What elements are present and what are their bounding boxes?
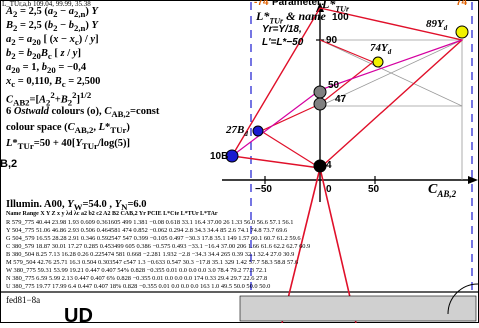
table-row-C: C 380_579 18.87 30.01 17.27 0.285 0.4534… [6, 243, 311, 250]
magenta-line [231, 89, 321, 157]
table-row-R: R 579_775 40.44 23.98 1.93 0.609 0.36160… [6, 219, 294, 226]
equation-colour-space: colour space (CAB,2, L*TUr) [6, 122, 130, 136]
tick-label-minus50: −50 [255, 184, 272, 195]
legend-y-equation: Yr=Y/18, [262, 24, 302, 35]
equation-b2-def: b2 = b20Bc [ z / y] [6, 48, 81, 62]
equation-cab2: CAB2=[A22+B22]1/2 [6, 90, 92, 108]
point-74Y [372, 56, 384, 68]
lightness-axis-arrow [316, 2, 324, 12]
tick-label-50-x: 50 [368, 184, 380, 195]
label-10B: 10B [210, 151, 229, 162]
chroma-axis-label: CAB,2 [428, 182, 457, 199]
equation-constants: a20 = 1, b20 = −0,4 [6, 62, 87, 76]
point-50 [313, 85, 327, 99]
label-89Y: 89Yd [426, 18, 448, 33]
tick-label-4: 4 [326, 160, 332, 171]
bottom-band-border [239, 295, 477, 322]
parameter-label: Parameter: [272, 0, 325, 8]
table-row-W: W 380_775 59.31 53.99 19.21 0.447 0.407 … [6, 267, 267, 274]
right-marker: 74 [456, 0, 468, 8]
left-marker: -74 [254, 0, 269, 8]
cut-axis-label: B,2 [0, 158, 18, 170]
equation-a2: A2 = 2,5 (a2 − a2,n) Y [6, 6, 98, 20]
table-row-N: N 380_775 6.59 5.99 2.13 0.447 0.407 6% … [6, 275, 268, 282]
equation-a2-def: a2 = a20 [ (x − xc) / y] [6, 34, 99, 48]
equation-b2: B2 = 2,5 (b2 − b2,n) Y [6, 20, 98, 34]
footer-ud-mark: UD [64, 305, 93, 327]
equation-ostwald: 6 Ostwald colours (o), CAB,2=const [6, 106, 160, 120]
top-header-line: L_TUr,a,b 109.04, 99.99, 35.38 [2, 0, 91, 8]
ostwald-line [319, 39, 374, 63]
footer-code: fed81−8a [6, 295, 41, 305]
corner-arc [447, 283, 479, 315]
point-89Y [455, 25, 469, 39]
lightness-axis-label: L*TUr [322, 0, 350, 14]
table-row-U: U 380_775 19.77 17.99 6.4 0.447 0.407 18… [6, 283, 271, 290]
tick-label-100: 100 [332, 12, 349, 23]
table-row-B: B 380_504 8.25 7.13 16.28 0.26 0.225474 … [6, 251, 295, 258]
point-27B [252, 125, 264, 137]
table-row-M: M 579_504 42.76 25.71 16.3 0.504 0.30354… [6, 259, 299, 266]
point-10B [225, 149, 239, 163]
table-header: Name Range X Y Z x y λd λc a2 b2 c2 A2 B… [6, 211, 218, 217]
label-74Y: 74Yd [370, 42, 392, 57]
legend-title: L*TUr & name [256, 9, 326, 26]
equation-lightness: L*TUr=50 + 40[YTUr/log(5)] [6, 138, 130, 152]
table-row-G: G 504_579 16.55 28.28 2.91 0.346 0.59254… [6, 235, 301, 242]
label-47: 47 [335, 94, 347, 105]
table-row-Y: Y 504_775 51.06 46.86 2.93 0.506 0.46458… [6, 227, 288, 234]
ostwald-line [319, 61, 374, 105]
bottom-band [240, 296, 476, 321]
chroma-axis-arrow [468, 176, 478, 184]
grid-line [319, 39, 463, 107]
ostwald-line [260, 130, 321, 169]
label-27B: 27Bd [226, 124, 248, 139]
illuminant-title: Illumin. A00, YW=54.0 , YN=6.0 [6, 199, 147, 213]
tick-label-0: 0 [326, 184, 332, 195]
legend-l-equation: L'=L*−50 [262, 37, 304, 48]
tick-label-90: 90 [326, 35, 338, 46]
magenta-line [319, 39, 463, 91]
equation-xc: xc = 0,110, Bc = 2,500 [6, 76, 101, 90]
tick-label-50: 50 [328, 80, 340, 91]
point-47 [313, 97, 327, 111]
point-4 [313, 159, 327, 173]
